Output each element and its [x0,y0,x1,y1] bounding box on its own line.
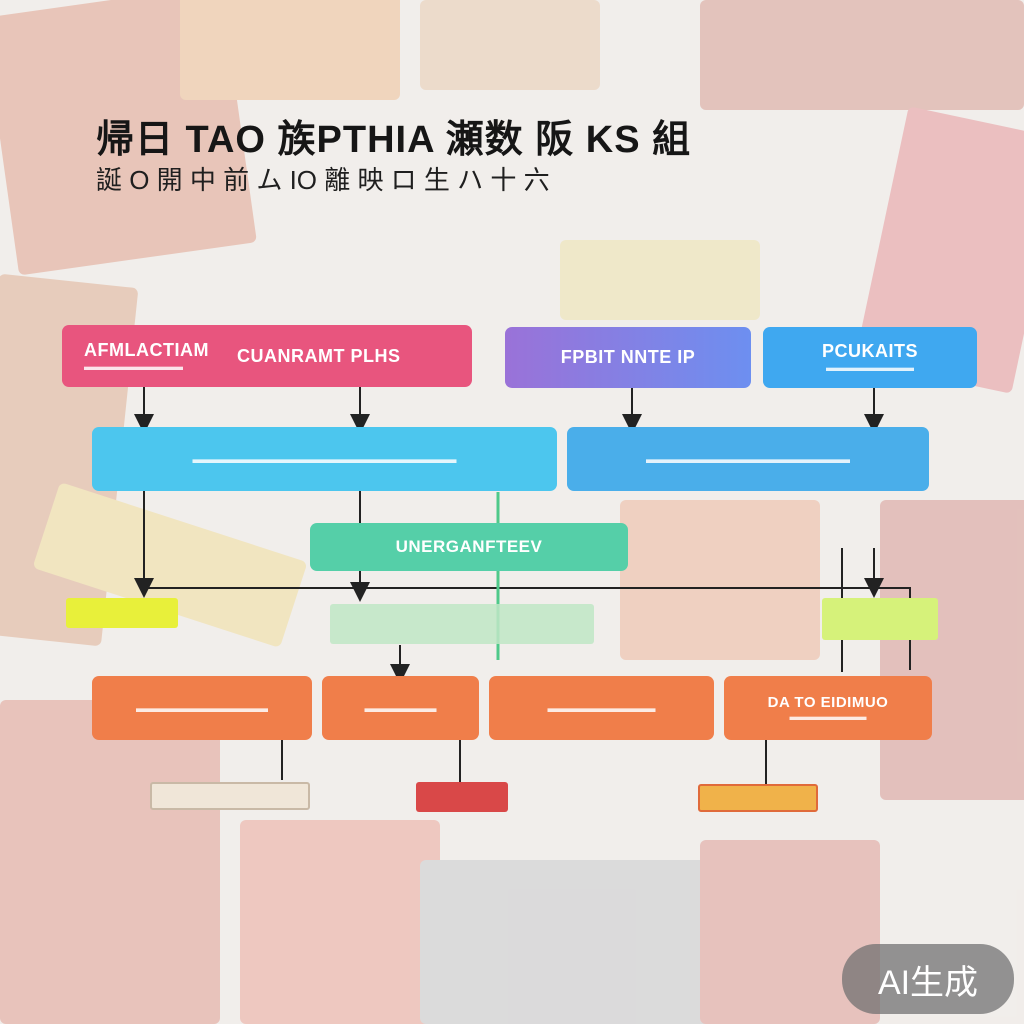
diagram-title: 帰日 TAO 族PTHIA 瀬数 阪 KS 組 [96,119,692,161]
tag-lime-right [822,598,938,640]
node-orange-2-text: ▬▬▬▬▬▬ [364,701,437,715]
tag-bottom-1 [150,782,310,810]
node-orange-4: DA TO EIDIMUO ▬▬▬▬▬▬▬ [724,676,932,740]
tag-bottom-3 [698,784,818,812]
node-blue-caption: ▬▬▬▬▬▬▬▬ [826,362,914,374]
node-orange-3: ▬▬▬▬▬▬▬▬▬ [489,676,714,740]
node-pink-caption: ▬▬▬▬▬▬▬▬▬ [84,360,183,373]
node-orange-4-caption: ▬▬▬▬▬▬▬ [789,710,867,723]
node-blue-header: PCUKAITS ▬▬▬▬▬▬▬▬ [763,327,977,388]
node-cyan-left: ▬▬▬▬▬▬▬▬▬▬▬▬▬▬▬▬▬▬▬▬▬▬ [92,427,557,491]
node-pink-label-2: CUANRAMT PLHS [236,345,401,366]
horizontal-bus [144,587,911,670]
tag-green-middle [330,604,594,644]
node-cyan-left-text: ▬▬▬▬▬▬▬▬▬▬▬▬▬▬▬▬▬▬▬▬▬▬ [192,452,457,466]
node-blue-label: PCUKAITS [821,341,918,361]
node-purple-label: FPBIT NNTE IP [560,347,696,367]
node-orange-1: ▬▬▬▬▬▬▬▬▬▬▬ [92,676,312,740]
tag-bottom-2 [416,782,508,812]
node-pink-header: AFMLACTIAM ▬▬▬▬▬▬▬▬▬ CUANRAMT PLHS [62,325,472,387]
ai-generated-badge: AI生成 [842,944,1014,1014]
node-orange-4-label: DA TO EIDIMUO [767,693,889,711]
node-orange-2: ▬▬▬▬▬▬ [322,676,479,740]
node-orange-3-text: ▬▬▬▬▬▬▬▬▬ [547,701,656,715]
node-pink-label-1: AFMLACTIAM [84,339,209,360]
diagram-subtitle: 誕 O 開 中 前 ム IO 離 映 ロ 生 ハ 十 六 [96,165,550,195]
tag-yellow-left [66,598,178,628]
node-orange-1-text: ▬▬▬▬▬▬▬▬▬▬▬ [136,701,268,715]
node-cyan-right: ▬▬▬▬▬▬▬▬▬▬▬▬▬▬▬▬▬ [567,427,929,491]
node-teal-middle: UNERGANFTEEV [310,523,628,571]
node-cyan-right-text: ▬▬▬▬▬▬▬▬▬▬▬▬▬▬▬▬▬ [646,452,850,466]
node-purple-header: FPBIT NNTE IP [505,327,751,388]
node-teal-label: UNERGANFTEEV [395,537,543,556]
